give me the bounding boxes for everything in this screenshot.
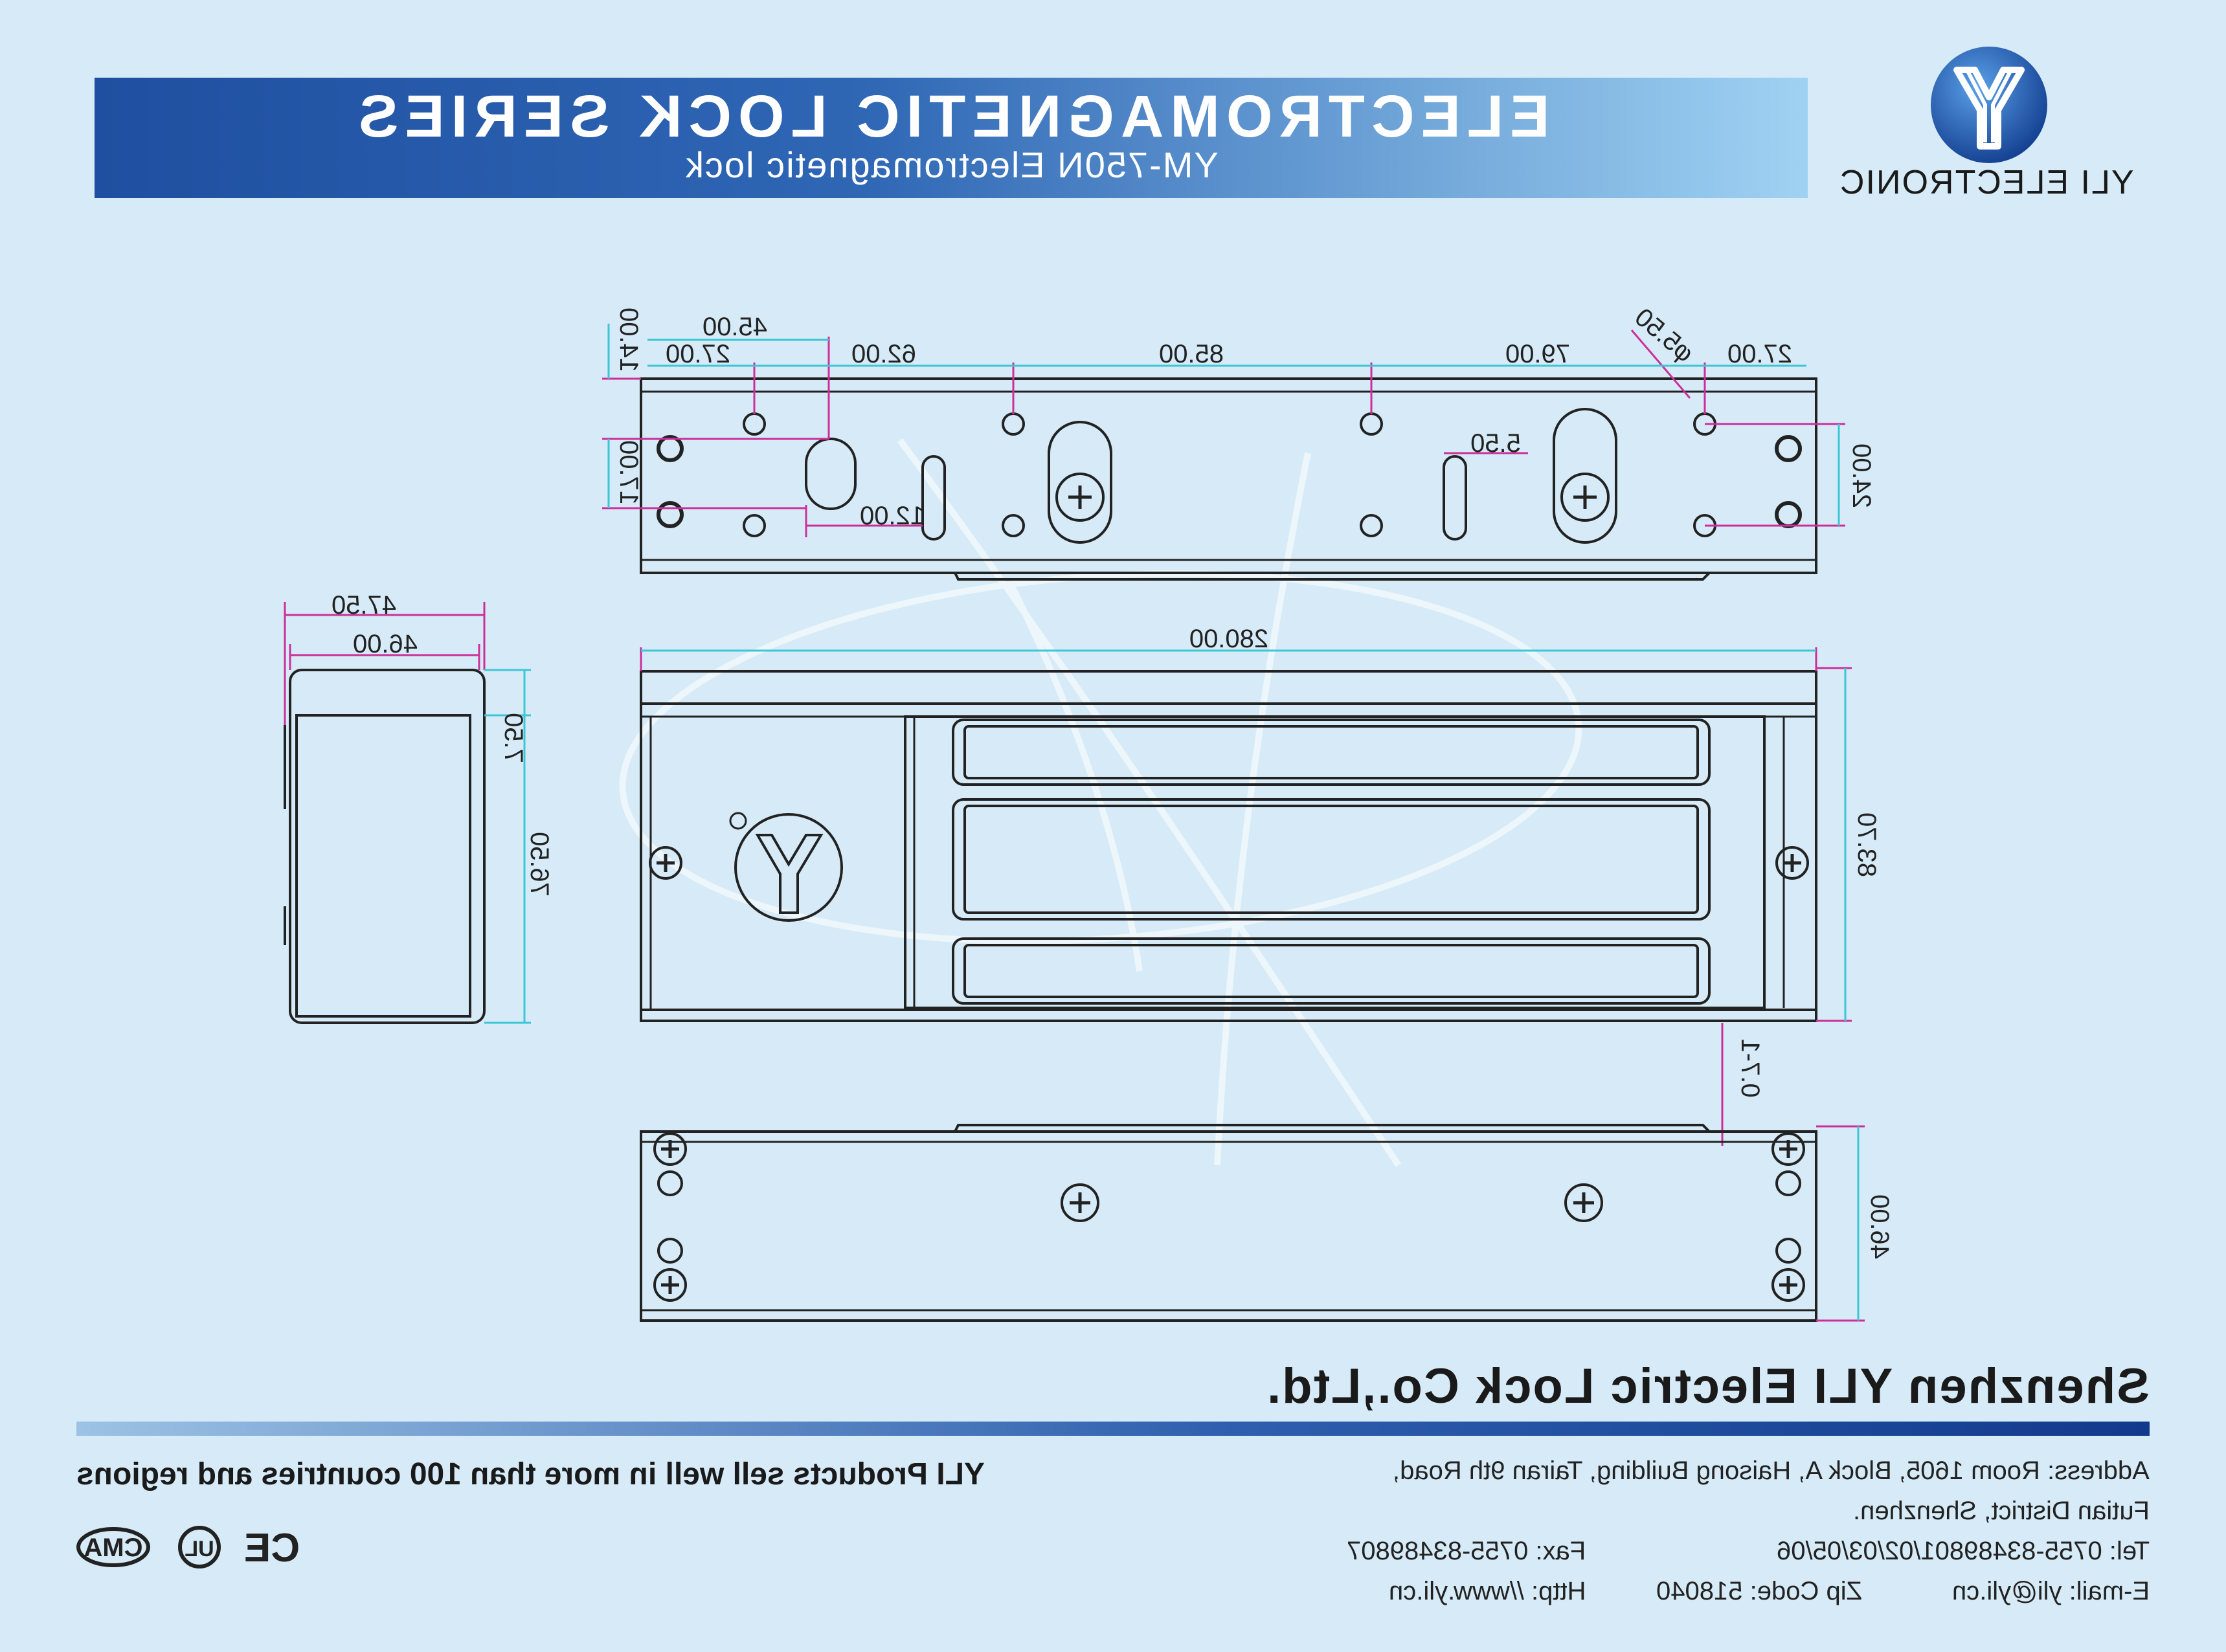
top-plate	[640, 377, 1817, 574]
dim-85: 85.00	[1159, 340, 1224, 368]
ce-mark-icon: CE	[244, 1526, 300, 1570]
cma-mark-icon: CMA	[76, 1527, 150, 1567]
dim-62: 62.00	[851, 340, 916, 368]
dim-47-5: 47.50	[332, 591, 396, 620]
website: Http: //www.yli.cn	[1389, 1577, 1586, 1605]
dim-280: 280.00	[1189, 625, 1268, 653]
dim-7-5: 7.50	[499, 713, 528, 763]
svg-text:UL: UL	[185, 1537, 214, 1561]
dim-27-left: 27.00	[666, 340, 730, 368]
dim-27-right: 27.00	[1727, 340, 1792, 368]
dim-46: 46.00	[353, 630, 418, 658]
header-banner: ELECTROMAGNETIC LOCK SERIES YM-750N Elec…	[95, 78, 1808, 198]
dim-79: 79.00	[1505, 340, 1570, 368]
dim-17: 17.00	[614, 440, 643, 505]
address-line-2: Futian District, Shenzhen.	[1853, 1497, 2150, 1525]
slogan: YLI Products sell well in more than 100 …	[76, 1457, 985, 1491]
address-line-1: Address: Room 1605, Block A, Haisong Bui…	[1393, 1457, 2150, 1485]
dim-gap: 0.7-1	[1736, 1038, 1764, 1097]
fax: Fax: 0755-83489807	[1347, 1537, 1586, 1565]
dim-76-5: 76.50	[525, 832, 554, 897]
yli-logo-icon	[1931, 47, 2047, 163]
email: E-mail: yli@yli.cn	[1951, 1577, 2150, 1605]
top-view: 45.00 27.00 62.00 85.00 79.00 27.00 φ5.5…	[602, 303, 1876, 581]
certification-marks: CMA UL CE	[76, 1526, 300, 1570]
footer-rule	[76, 1422, 2150, 1436]
front-view: 280.00 83.70 0.7-1	[640, 625, 1881, 1146]
dim-5-5: 5.50	[1470, 429, 1521, 458]
ul-mark-icon: UL	[178, 1526, 221, 1568]
dim-46-bottom: 46.00	[1865, 1194, 1894, 1259]
watermark-logo	[619, 438, 1582, 1167]
zip-code: Zip Code: 518040	[1656, 1577, 1863, 1605]
svg-text:CE: CE	[244, 1526, 300, 1570]
svg-text:CMA: CMA	[84, 1534, 142, 1562]
company-name: Shenzhen YLI Electric Lock Co.,Ltd.	[1265, 1359, 2150, 1414]
front-logo-icon	[729, 812, 843, 922]
dim-14: 14.00	[614, 307, 643, 372]
dim-45: 45.00	[703, 313, 767, 341]
dim-24: 24.00	[1847, 443, 1876, 508]
side-view: 47.50 46.00 7.50 76.50	[284, 591, 554, 1024]
dim-12: 12.00	[860, 502, 925, 530]
bottom-view: 46.00	[640, 1124, 1894, 1322]
dim-hole-dia: φ5.50	[1629, 303, 1699, 368]
tel: Tel: 0755-83489801/02/03/05/06	[1776, 1537, 2150, 1565]
dim-83-7: 83.70	[1852, 812, 1881, 877]
